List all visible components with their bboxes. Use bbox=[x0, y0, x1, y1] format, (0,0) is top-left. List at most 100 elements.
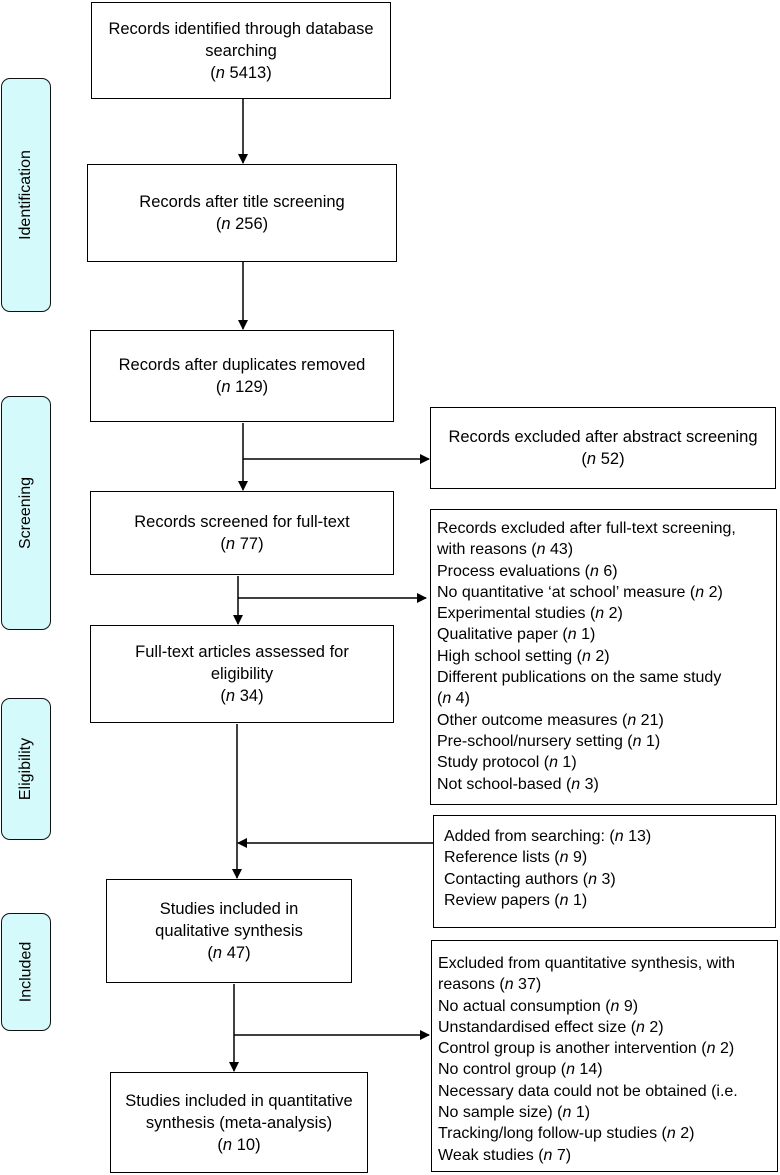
list-line-text: Necessary data could not be obtained (i.… bbox=[438, 1082, 738, 1100]
list-line: Necessary data could not be obtained (i.… bbox=[438, 1081, 771, 1102]
list-line-text: Tracking/long follow-up studies bbox=[438, 1125, 658, 1143]
quantitative-synthesis-box: Studies included in quantitative synthes… bbox=[110, 1072, 368, 1173]
abstract-excluded-box: Records excluded after abstract screenin… bbox=[430, 407, 776, 489]
list-line-count: (n 1) bbox=[549, 891, 588, 909]
list-line-count: (n 1) bbox=[539, 754, 577, 772]
list-line: Reference lists (n 9) bbox=[444, 847, 769, 868]
list-line: Study protocol (n 1) bbox=[437, 752, 770, 773]
fulltext-assessed-box: Full-text articles assessed for eligibil… bbox=[90, 625, 394, 723]
list-line: Contacting authors (n 3) bbox=[444, 869, 769, 890]
list-line: Different publications on the same study bbox=[437, 667, 770, 688]
list-line-text: Other outcome measures bbox=[437, 711, 618, 729]
list-line-text: Contacting authors bbox=[444, 870, 579, 888]
box-text-line: qualitative synthesis bbox=[155, 922, 303, 940]
fulltext-excluded-list: Records excluded after full-text screeni… bbox=[437, 518, 770, 795]
list-line: High school setting (n 2) bbox=[437, 646, 770, 667]
box-text-line: Studies included in bbox=[159, 900, 299, 918]
list-line: (n 4) bbox=[437, 688, 770, 709]
duplicates-removed-box: Records after duplicates removed (n 129) bbox=[90, 330, 394, 422]
list-line-count: (n 43) bbox=[526, 541, 574, 559]
list-line: reasons (n 37) bbox=[438, 974, 771, 995]
list-line-count: (n 7) bbox=[533, 1146, 572, 1164]
list-line-count: (n 2) bbox=[696, 1040, 735, 1058]
list-line-count: (n 1) bbox=[552, 1104, 591, 1122]
list-line-text: Different publications on the same study bbox=[437, 669, 722, 687]
fulltext-excluded-box: Records excluded after full-text screeni… bbox=[430, 509, 777, 805]
list-line-count: (n 2) bbox=[657, 1125, 695, 1143]
box-text-line: searching bbox=[205, 41, 277, 60]
stage-screening: Screening bbox=[1, 396, 51, 630]
list-line-text: Weak studies bbox=[438, 1146, 534, 1164]
list-line: Control group is another intervention (n… bbox=[438, 1038, 771, 1059]
box-count: (n 5413) bbox=[210, 63, 272, 82]
list-line: Process evaluations (n 6) bbox=[437, 561, 770, 582]
list-line-count: (n 13) bbox=[604, 828, 652, 845]
box-count: (n 47) bbox=[207, 944, 251, 962]
list-line: Weak studies (n 7) bbox=[438, 1145, 771, 1166]
list-line: Pre-school/nursery setting (n 1) bbox=[437, 731, 770, 752]
list-line-text: Study protocol bbox=[437, 754, 540, 772]
title-screening-box: Records after title screening (n 256) bbox=[87, 164, 397, 262]
list-line: Tracking/long follow-up studies (n 2) bbox=[438, 1123, 771, 1144]
box-text-line: Studies included in quantitative bbox=[125, 1091, 353, 1110]
list-line: No actual consumption (n 9) bbox=[438, 996, 771, 1017]
added-studies-list: Added from searching: (n 13)Reference li… bbox=[444, 826, 769, 911]
list-line-text: Process evaluations bbox=[437, 562, 581, 580]
list-line: Added from searching: (n 13) bbox=[444, 826, 769, 847]
box-text-line: Records excluded after abstract screenin… bbox=[448, 428, 758, 446]
list-line-text: Experimental studies bbox=[437, 605, 586, 623]
box-text-line: Records identified through database bbox=[108, 19, 374, 38]
box-text-line: Records after title screening bbox=[139, 193, 345, 211]
list-line-text: Unstandardised effect size bbox=[438, 1018, 627, 1036]
list-line-count: (n 2) bbox=[685, 583, 723, 601]
list-line-text: No quantitative ‘at school’ measure bbox=[437, 583, 686, 601]
box-text-line: eligibility bbox=[210, 665, 274, 683]
list-line-text: Added from searching: bbox=[444, 828, 605, 845]
list-line: Not school-based (n 3) bbox=[437, 774, 770, 795]
list-line-count: (n 21) bbox=[617, 711, 664, 729]
list-line: No quantitative ‘at school’ measure (n 2… bbox=[437, 582, 770, 603]
stage-identification: Identification bbox=[1, 78, 51, 312]
list-line: No control group (n 14) bbox=[438, 1059, 771, 1080]
list-line: Review papers (n 1) bbox=[444, 890, 769, 911]
list-line-text: No actual consumption bbox=[438, 997, 601, 1015]
added-studies-box: Added from searching: (n 13)Reference li… bbox=[433, 815, 776, 928]
quant-excluded-list: Excluded from quantitative synthesis, wi… bbox=[438, 953, 771, 1166]
list-line-text: Excluded from quantitative synthesis, wi… bbox=[438, 955, 736, 972]
list-line-count: (n 4) bbox=[437, 690, 470, 708]
list-line-count: (n 3) bbox=[578, 870, 616, 888]
list-line-text: No control group bbox=[438, 1061, 557, 1079]
list-line: No sample size) (n 1) bbox=[438, 1102, 771, 1123]
list-line-count: (n 14) bbox=[556, 1061, 603, 1079]
list-line: Records excluded after full-text screeni… bbox=[437, 518, 770, 539]
list-line-count: (n 1) bbox=[622, 732, 661, 750]
stage-included: Included bbox=[1, 913, 51, 1031]
list-line-count: (n 9) bbox=[600, 997, 639, 1015]
fulltext-screened-box: Records screened for full-text (n 77) bbox=[90, 491, 394, 575]
list-line-text: Records excluded after full-text screeni… bbox=[437, 520, 736, 537]
list-line-text: High school setting bbox=[437, 647, 573, 665]
stage-eligibility: Eligibility bbox=[1, 698, 51, 840]
list-line: Other outcome measures (n 21) bbox=[437, 710, 770, 731]
list-line-count: (n 2) bbox=[572, 647, 610, 665]
list-line-text: Qualitative paper bbox=[437, 626, 558, 644]
quant-excluded-box: Excluded from quantitative synthesis, wi… bbox=[431, 940, 778, 1172]
list-line-text: Review papers bbox=[444, 891, 550, 909]
qualitative-synthesis-box: Studies included in qualitative synthesi… bbox=[106, 879, 352, 983]
list-line: with reasons (n 43) bbox=[437, 539, 770, 560]
list-line-count: (n 37) bbox=[494, 976, 542, 994]
box-text-line: Records after duplicates removed bbox=[118, 356, 366, 374]
box-count: (n 52) bbox=[581, 450, 625, 468]
list-line-count: (n 2) bbox=[626, 1018, 664, 1036]
list-line-count: (n 3) bbox=[561, 775, 599, 793]
list-line: Qualitative paper (n 1) bbox=[437, 624, 770, 645]
box-text-line: synthesis (meta-analysis) bbox=[145, 1113, 333, 1132]
list-line-text: reasons bbox=[438, 976, 495, 994]
box-count: (n 256) bbox=[215, 215, 269, 233]
list-line: Unstandardised effect size (n 2) bbox=[438, 1017, 771, 1038]
box-count: (n 77) bbox=[220, 535, 264, 553]
list-line-text: No sample size) bbox=[438, 1104, 553, 1122]
list-line-count: (n 6) bbox=[580, 562, 618, 580]
box-count: (n 34) bbox=[220, 687, 264, 705]
